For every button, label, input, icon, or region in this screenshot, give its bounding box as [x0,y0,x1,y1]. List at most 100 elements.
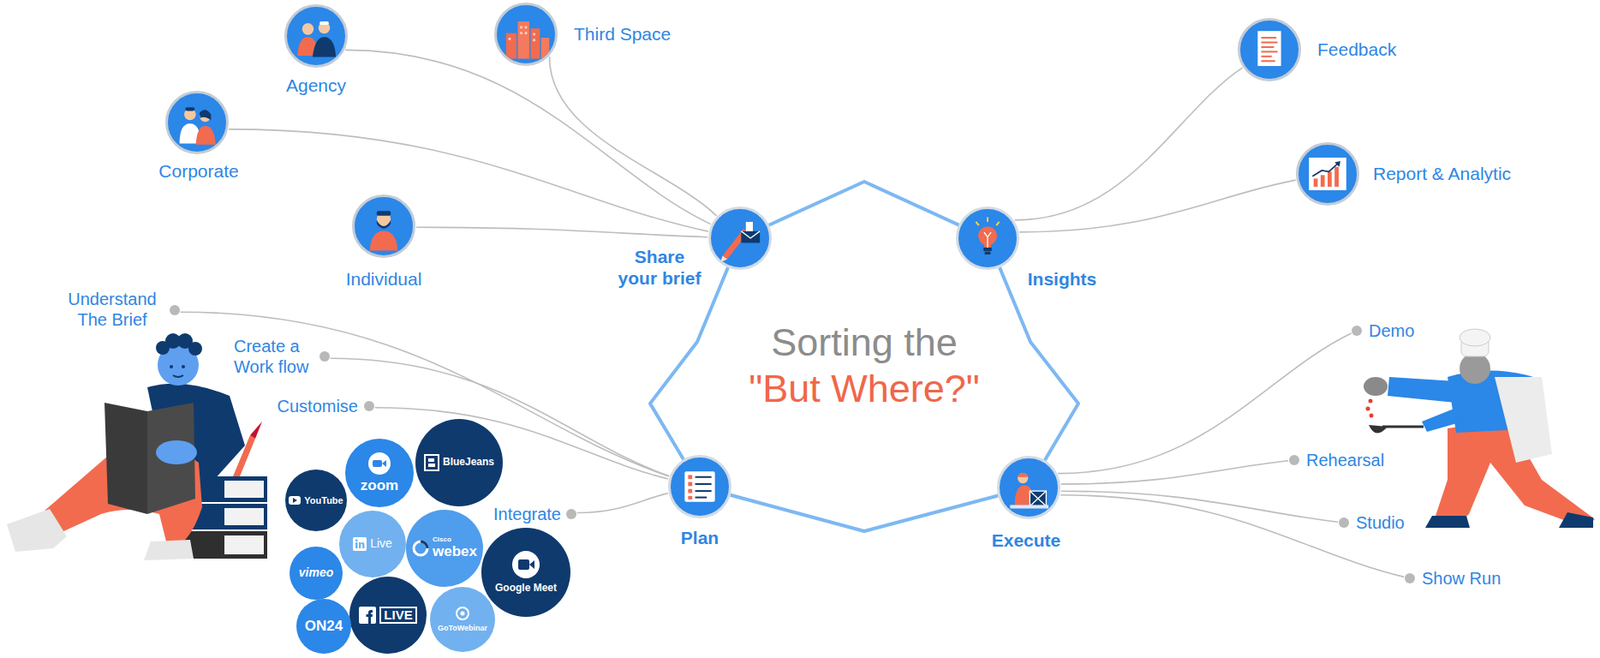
logo-text: vimeo [298,566,334,580]
process-node: Share your brief [708,206,772,270]
illustration-part [302,23,315,36]
node-label: Third Space [573,23,671,45]
illustration-part [506,33,517,60]
node-label: Rehearsal [1306,449,1385,471]
icon-clip [496,5,556,64]
illustration-part [530,28,540,59]
illustration-part [250,421,263,439]
illustration-part [413,541,428,556]
logo-text: BlueJeans [442,456,495,468]
icon-clip [1240,20,1299,79]
illustration-part [985,251,992,255]
connector [650,267,729,460]
logo-text-stack: Ciscowebex [432,536,478,560]
illustration-part [1368,424,1388,434]
illustration-part [958,208,1017,268]
process-node: Insights [955,206,1020,270]
logo-text: Live [370,537,393,550]
illustration-part [368,452,391,475]
logo-text: zoom [360,477,399,495]
platform-logo: LIVE [349,576,427,654]
illustration-part [358,606,377,624]
illustration-part [352,537,367,551]
illustration-part [519,25,523,29]
platform-logo: zoom [345,438,414,508]
illustration-part [710,208,770,268]
illustration-part [532,38,536,42]
platform-logo: YouTube [285,469,347,532]
illustration-part [352,537,367,551]
illustration-part [1320,174,1326,187]
illustration-part [288,495,301,505]
logo-text: LIVE [379,606,417,625]
title: Sorting the [770,320,958,365]
illustration-part [695,489,712,492]
illustration-part [181,364,186,369]
illustration-part [456,607,469,620]
chef-illustration [1363,328,1595,528]
icon-clip [710,208,770,268]
illustration-part [167,93,227,152]
illustration-part [1260,41,1278,43]
illustration-part [975,217,999,227]
icon-clip [999,458,1058,517]
illustration-part [496,5,556,64]
illustration-part [684,471,715,502]
illustration-part [1260,50,1278,53]
illustration-part [986,237,988,248]
icon-clip [286,6,346,66]
platform-logo: ON24 [296,598,352,654]
connector [1019,179,1296,233]
node-label: Insights [1027,268,1098,290]
illustration-part [370,230,399,251]
logo-text: ON24 [304,618,343,635]
icon-clip [354,197,413,256]
connector [416,226,708,237]
illustration-part [740,231,760,244]
node-label: Individual [346,268,423,290]
illustration-part [1494,376,1553,463]
illustration-part [355,538,359,542]
illustration-part [288,495,301,505]
step-dot: Show Run [1404,573,1415,584]
highlight-text: "But Where?" [748,366,980,412]
logo-icon [511,549,541,580]
illustration-part [423,453,440,472]
connector [1061,460,1289,484]
illustration-part [188,341,203,356]
step-dot: Create a Work flow [319,351,330,362]
illustration-part [411,539,430,557]
illustration-part [368,452,391,475]
connector [577,493,669,514]
illustration-part [292,497,298,503]
illustration-part [1240,20,1299,79]
node-label: Agency [286,74,347,96]
illustration-part [286,6,346,66]
node-label: Share your brief [615,245,705,289]
illustration-part [376,220,391,229]
illustration-part [173,375,184,377]
illustration-part [312,36,336,57]
illustration-part [1558,512,1594,528]
illustration-part [529,560,535,569]
illustration-part [460,611,466,616]
illustration-part [1260,46,1274,48]
illustration-part [1382,425,1424,429]
category-node: Report & Analytic [1295,142,1360,206]
node-label: Customise [277,395,359,417]
icon-clip [958,208,1017,268]
illustration-part [1425,515,1470,528]
illustration-part [541,37,550,59]
logo-icon [454,605,471,621]
logo-icon [411,539,430,557]
step-dot: Integrate [566,508,577,520]
node-label: Create a Work flow [233,335,320,377]
logo-icon [352,537,367,551]
illustration-part [185,107,195,111]
step-dot: Customise [364,400,375,412]
logo-icon [423,453,440,472]
platform-logo: vimeo [289,546,343,600]
illustration-part [687,495,693,500]
connector [345,49,711,224]
illustration-part [319,21,329,25]
